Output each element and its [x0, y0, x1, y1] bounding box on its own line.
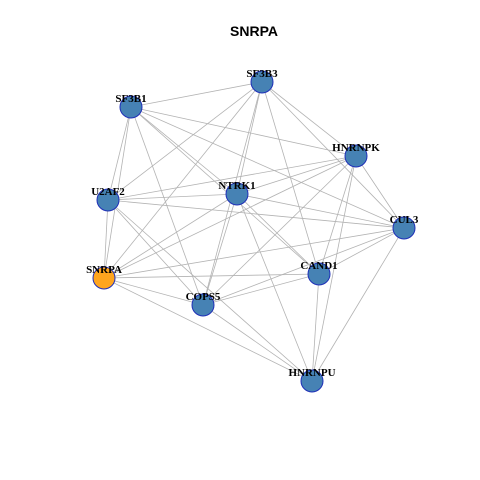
- edge-cul3-cops5: [202, 227, 405, 306]
- node-label-hnrnpk: HNRNPK: [332, 142, 380, 154]
- edge-u2af2-hnrnpu: [107, 199, 313, 382]
- node-circle-sf3b3[interactable]: [250, 70, 274, 94]
- node-circle-hnrnpk[interactable]: [344, 144, 368, 168]
- node-circle-ntrk1[interactable]: [225, 182, 249, 206]
- edge-hnrnpk-cand1: [318, 155, 357, 275]
- edge-hnrnpk-hnrnpu: [311, 155, 357, 382]
- edge-sf3b1-cul3: [130, 106, 405, 229]
- edge-cul3-hnrnpu: [311, 227, 405, 382]
- node-sf3b3[interactable]: SF3B3: [246, 68, 278, 94]
- edge-snrpa-cops5: [103, 277, 204, 306]
- node-hnrnpu[interactable]: HNRNPU: [288, 367, 336, 393]
- edge-sf3b3-cul3: [261, 81, 405, 229]
- edge-sf3b3-snrpa: [103, 81, 263, 279]
- node-sf3b1[interactable]: SF3B1: [115, 93, 147, 119]
- node-u2af2[interactable]: U2AF2: [91, 186, 125, 212]
- edge-sf3b1-u2af2: [107, 106, 132, 201]
- edge-hnrnpk-ntrk1: [236, 155, 357, 195]
- edge-cul3-cand1: [318, 227, 405, 275]
- edge-sf3b1-cand1: [130, 106, 320, 275]
- edge-ntrk1-cul3: [236, 193, 405, 229]
- edge-ntrk1-cops5: [202, 193, 238, 306]
- node-circle-cops5[interactable]: [191, 293, 215, 317]
- edge-cul3-snrpa: [103, 227, 405, 279]
- edge-ntrk1-cand1: [236, 193, 320, 275]
- node-cand1[interactable]: CAND1: [300, 260, 338, 286]
- node-cul3[interactable]: CUL3: [390, 214, 419, 240]
- node-circle-cul3[interactable]: [392, 216, 416, 240]
- edge-sf3b1-ntrk1: [130, 106, 238, 195]
- node-circle-sf3b1[interactable]: [119, 95, 143, 119]
- node-cops5[interactable]: COPS5: [186, 291, 221, 317]
- edge-snrpa-hnrnpu: [103, 277, 313, 382]
- node-circle-cand1[interactable]: [307, 262, 331, 286]
- edge-ntrk1-hnrnpu: [236, 193, 313, 382]
- node-label-ntrk1: NTRK1: [218, 180, 255, 192]
- node-label-sf3b3: SF3B3: [246, 68, 278, 80]
- node-label-sf3b1: SF3B1: [115, 93, 146, 105]
- edge-cand1-cops5: [202, 273, 320, 306]
- diagram-title: SNRPA: [230, 23, 278, 39]
- node-hnrnpk[interactable]: HNRNPK: [332, 142, 380, 168]
- edge-hnrnpk-cul3: [355, 155, 405, 229]
- edge-sf3b1-hnrnpk: [130, 106, 357, 157]
- edge-sf3b3-u2af2: [107, 81, 263, 201]
- edge-sf3b3-hnrnpk: [261, 81, 357, 157]
- edge-layer: [103, 81, 405, 382]
- node-label-u2af2: U2AF2: [91, 186, 125, 198]
- edge-sf3b1-cops5: [130, 106, 204, 306]
- edge-u2af2-cops5: [107, 199, 204, 306]
- node-label-hnrnpu: HNRNPU: [288, 367, 335, 379]
- node-label-cand1: CAND1: [300, 260, 337, 272]
- edge-sf3b3-sf3b1: [130, 81, 263, 108]
- node-label-snrpa: SNRPA: [86, 264, 122, 276]
- edge-sf3b3-ntrk1: [236, 81, 263, 195]
- edge-hnrnpk-u2af2: [107, 155, 357, 201]
- edge-cand1-hnrnpu: [311, 273, 320, 382]
- node-circle-hnrnpu[interactable]: [300, 369, 324, 393]
- edge-u2af2-cul3: [107, 199, 405, 229]
- edge-u2af2-ntrk1: [107, 193, 238, 201]
- edge-ntrk1-snrpa: [103, 193, 238, 279]
- node-label-cul3: CUL3: [390, 214, 419, 226]
- edge-sf3b1-snrpa: [103, 106, 132, 279]
- node-circle-u2af2[interactable]: [96, 188, 120, 212]
- edge-cops5-hnrnpu: [202, 304, 313, 382]
- edge-hnrnpk-cops5: [202, 155, 357, 306]
- node-snrpa[interactable]: SNRPA: [86, 264, 122, 290]
- node-circle-snrpa[interactable]: [92, 266, 116, 290]
- edge-u2af2-snrpa: [103, 199, 109, 279]
- node-ntrk1[interactable]: NTRK1: [218, 180, 256, 206]
- node-label-cops5: COPS5: [186, 291, 221, 303]
- edge-cand1-snrpa: [103, 273, 320, 279]
